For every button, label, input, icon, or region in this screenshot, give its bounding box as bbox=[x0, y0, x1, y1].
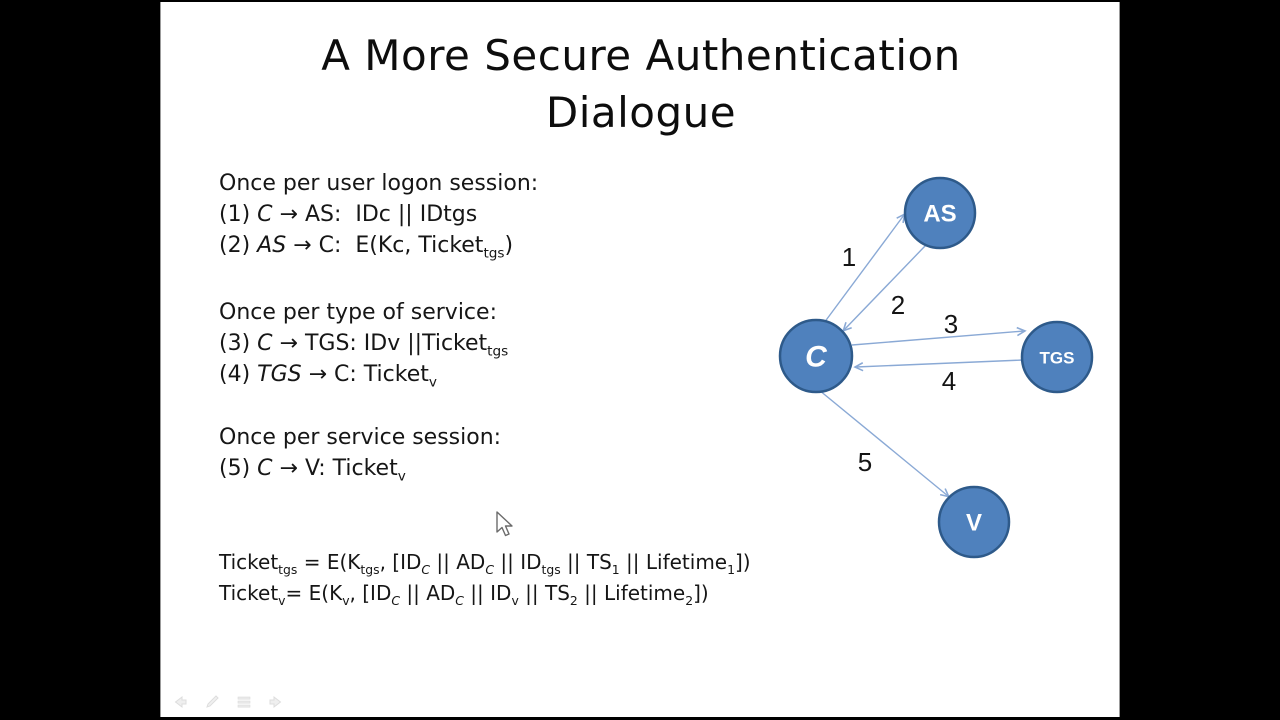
logon-session-block: Once per user logon session: (1) C → AS:… bbox=[219, 168, 538, 261]
block-heading: Once per user logon session: bbox=[219, 171, 539, 196]
node-c-label: C bbox=[805, 341, 828, 374]
node-as-label: AS bbox=[923, 201, 956, 228]
edge-3-c-to-tgs bbox=[851, 326, 1027, 346]
node-tgs-label: TGS bbox=[1040, 349, 1075, 368]
protocol-step-1: (1) C → AS: IDc || IDtgs bbox=[219, 202, 478, 227]
node-c: C bbox=[778, 318, 854, 394]
forward-arrow-icon[interactable] bbox=[267, 693, 285, 711]
slide-title: A More Secure Authentication Dialogue bbox=[321, 31, 961, 137]
protocol-step-4: (4) TGS → C: Ticketv bbox=[219, 362, 437, 391]
presenter-controls bbox=[171, 693, 285, 711]
edge-4-tgs-to-c bbox=[853, 359, 1024, 372]
edge-label-4: 4 bbox=[942, 366, 956, 396]
protocol-step-2: (2) AS → C: E(Kc, Tickettgs) bbox=[219, 233, 514, 262]
edge-2-as-to-c bbox=[842, 244, 927, 332]
protocol-step-5: (5) C → V: Ticketv bbox=[219, 456, 406, 485]
kerberos-diagram: 1 2 3 4 5 AS C TGS V bbox=[778, 176, 1094, 559]
service-session-block: Once per service session: (5) C → V: Tic… bbox=[219, 422, 501, 484]
edge-label-3: 3 bbox=[944, 309, 958, 339]
edge-label-2: 2 bbox=[891, 290, 905, 320]
ticket-tgs-formula: Tickettgs = E(Ktgs, [IDC || ADC || IDtgs… bbox=[219, 550, 751, 577]
type-of-service-block: Once per type of service: (3) C → TGS: I… bbox=[219, 297, 508, 390]
edge-1-c-to-as bbox=[820, 212, 906, 328]
edge-5-c-to-v bbox=[818, 389, 951, 498]
node-as: AS bbox=[903, 176, 977, 250]
node-tgs: TGS bbox=[1020, 320, 1094, 394]
ticket-definitions: Tickettgs = E(Ktgs, [IDC || ADC || IDtgs… bbox=[219, 547, 751, 609]
mouse-cursor-icon bbox=[496, 511, 513, 537]
back-arrow-icon[interactable] bbox=[171, 693, 189, 711]
block-heading: Once per type of service: bbox=[219, 300, 497, 325]
node-v: V bbox=[937, 485, 1011, 559]
protocol-step-3: (3) C → TGS: IDv ||Tickettgs bbox=[219, 331, 509, 360]
edge-label-1: 1 bbox=[842, 242, 856, 272]
pen-icon[interactable] bbox=[203, 693, 221, 711]
slide: A More Secure Authentication Dialogue On… bbox=[160, 2, 1120, 717]
node-v-label: V bbox=[966, 510, 982, 537]
slide-menu-icon[interactable] bbox=[235, 693, 253, 711]
edge-label-5: 5 bbox=[858, 447, 872, 477]
ticket-v-formula: Ticketv= E(Kv, [IDC || ADC || IDv || TS2… bbox=[219, 581, 709, 608]
block-heading: Once per service session: bbox=[219, 425, 502, 450]
